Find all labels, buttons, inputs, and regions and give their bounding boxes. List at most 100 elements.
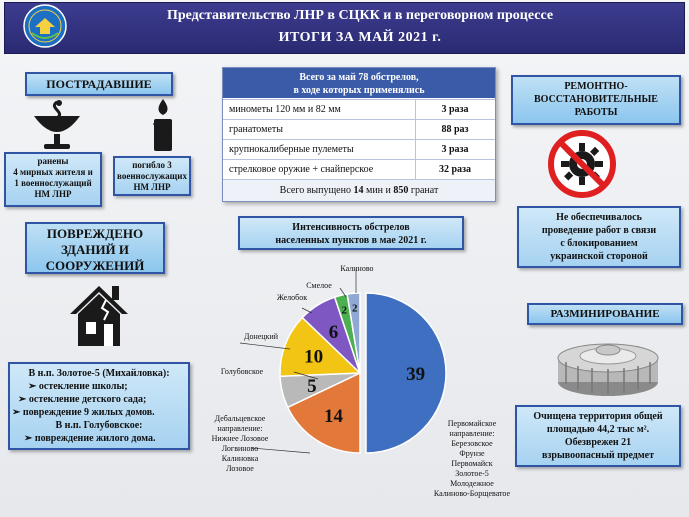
bullet-arrow-icon: ➢ (24, 433, 35, 444)
pie-label-pervomaisk: Первомайское направление: Березовское Фр… (424, 419, 520, 499)
label-line: направление: (217, 424, 263, 433)
repair-note-line: проведение работ в связи (541, 225, 657, 236)
killed-box: погибло 3 военнослужащих НМ ЛНР (113, 156, 191, 196)
repair-note-line: с блокированием (560, 238, 638, 249)
repair-title-line: РАБОТЫ (574, 107, 618, 118)
killed-line: военнослужащих (117, 171, 187, 181)
pie-value-label: 39 (406, 364, 425, 385)
wounded-line: 4 мирных жителя и (13, 167, 93, 177)
lpr-emblem-icon (23, 4, 67, 48)
pie-value-label: 2 (342, 304, 348, 316)
victims-title: ПОСТРАДАВШИЕ (25, 72, 173, 96)
landmine-icon (557, 343, 659, 396)
page-title: Представительство ЛНР в СЦКК и в перегов… (166, 8, 554, 23)
label-line: Березовское (451, 439, 493, 448)
intensity-title: Интенсивность обстрелов населенных пункт… (238, 216, 464, 250)
pie-slice (365, 292, 447, 454)
pie-value-label: 6 (329, 322, 339, 343)
repair-note-line: Не обеспечивалось (556, 212, 642, 223)
demining-title: РАЗМИНИРОВАНИЕ (527, 303, 683, 325)
wounded-line: НМ ЛНР (34, 189, 72, 199)
label-line: Дебальцевское (214, 414, 266, 423)
pie-value-label: 14 (324, 406, 344, 427)
damaged-house-icon (70, 286, 128, 346)
pie-label-debaltsevo: Дебальцевское направление: Нижнее Лозово… (202, 414, 278, 474)
total-text: гранат (408, 185, 439, 196)
repair-note: Не обеспечивалось проведение работ в свя… (517, 206, 681, 268)
shelling-table: Всего за май 78 обстрелов, в ходе которы… (222, 67, 496, 202)
pie-slice (346, 292, 361, 374)
pie-value-label: 10 (304, 346, 323, 367)
table-row: гранатометы 88 раз (223, 119, 495, 140)
demining-note-line: Очищена территория общей (533, 411, 663, 422)
shelling-header-line: в ходе которых применялись (293, 85, 425, 96)
damage-item-text: остекление детского сада; (28, 394, 147, 405)
buildings-title-line: ПОВРЕЖДЕНО (46, 226, 144, 241)
pie-value-label: 5 (307, 376, 317, 397)
bullet-arrow-icon: ➢ (18, 394, 29, 405)
intensity-title-line: Интенсивность обстрелов (292, 222, 410, 233)
count-cell: 3 раза (441, 144, 469, 155)
label-line: Молодежное (450, 479, 494, 488)
damage-item-text: повреждение 9 жилых домов. (22, 407, 155, 418)
weapon-cell: минометы 120 мм и 82 мм (229, 104, 341, 115)
pie-label-zhelobok: Желобок (276, 293, 308, 302)
damage-item: ➢ повреждение жилого дома. (10, 432, 188, 445)
weapon-cell: гранатометы (229, 124, 283, 135)
label-line: Логвиново (221, 444, 259, 453)
page-subtitle: ИТОГИ ЗА МАЙ 2021 г. (278, 30, 442, 45)
buildings-title-line: СООРУЖЕНИЙ (45, 258, 145, 273)
label-line: Калиновка (221, 454, 259, 463)
count-cell: 32 раза (438, 164, 472, 175)
pie-label-kalinovo: Калиново (340, 264, 374, 273)
damage-item-text: повреждение жилого дома. (34, 433, 156, 444)
count-cell: 3 раза (441, 104, 469, 115)
demining-note-line: площадью 44,2 тыс м². (546, 424, 650, 435)
label-line: Лозовое (226, 464, 254, 473)
demining-note: Очищена территория общей площадью 44,2 т… (515, 405, 681, 467)
bullet-arrow-icon: ➢ (12, 407, 23, 418)
total-text: мин и (363, 185, 394, 196)
candle-icon (152, 99, 172, 151)
total-text: Всего выпущено (279, 185, 354, 196)
intensity-title-line: населенных пунктов в мае 2021 г. (275, 235, 427, 246)
table-row: стрелковое оружие + снайперское 32 раза (223, 159, 495, 180)
medical-bowl-icon (34, 100, 80, 149)
pie-slice (279, 316, 362, 378)
repair-title-line: ВОССТАНОВИТЕЛЬНЫЕ (534, 94, 658, 105)
killed-line: погибло 3 (132, 160, 172, 170)
weapon-cell: стрелковое оружие + снайперское (229, 164, 374, 175)
location-heading: В н.п. Золотое-5 (Михайловка): (28, 368, 170, 379)
no-repair-gear-icon (548, 130, 616, 198)
location-heading: В н.п. Голубовское: (55, 420, 143, 431)
shelling-table-header: Всего за май 78 обстрелов, в ходе которы… (223, 68, 495, 98)
table-row: минометы 120 мм и 82 мм 3 раза (223, 99, 495, 120)
label-line: Фрунзе (459, 449, 485, 458)
demining-note-line: Обезврежен 21 (564, 437, 632, 448)
table-row: крупнокалиберные пулеметы 3 раза (223, 139, 495, 160)
pie-value-label: 2 (352, 303, 358, 315)
total-mines: 14 (353, 185, 364, 196)
damage-item: ➢ остекление детского сада; (10, 393, 188, 406)
bullet-arrow-icon: ➢ (28, 381, 39, 392)
damage-item-text: остекление школы; (38, 381, 128, 392)
wounded-box: ранены 4 мирных жителя и 1 военнослужащи… (4, 152, 102, 207)
weapon-cell: крупнокалиберные пулеметы (229, 144, 354, 155)
shelling-total: Всего выпущено 14 мин и 850 гранат (223, 179, 495, 201)
label-line: Золотое-5 (455, 469, 489, 478)
label-line: Калиново-Борщеватое (433, 489, 511, 498)
pie-label-donetsky: Донецкий (243, 332, 279, 341)
buildings-damage-list: В н.п. Золотое-5 (Михайловка): ➢ остекле… (8, 362, 190, 450)
label-line: Первомайск (451, 459, 493, 468)
repair-note-line: украинской стороной (550, 251, 648, 262)
demining-note-line: взрывоопасный предмет (541, 450, 654, 461)
wounded-line: 1 военнослужащий (14, 178, 92, 188)
buildings-title-line: ЗДАНИЙ И (60, 242, 130, 257)
repair-title: РЕМОНТНО- ВОССТАНОВИТЕЛЬНЫЕ РАБОТЫ (511, 75, 681, 125)
pie-label-golubovskoe: Голубовское (220, 367, 264, 376)
pie-label-smeloe: Смелое (306, 281, 332, 290)
total-grenades: 850 (393, 185, 409, 196)
buildings-title: ПОВРЕЖДЕНО ЗДАНИЙ И СООРУЖЕНИЙ (25, 222, 165, 274)
label-line: Первомайское (447, 419, 497, 428)
